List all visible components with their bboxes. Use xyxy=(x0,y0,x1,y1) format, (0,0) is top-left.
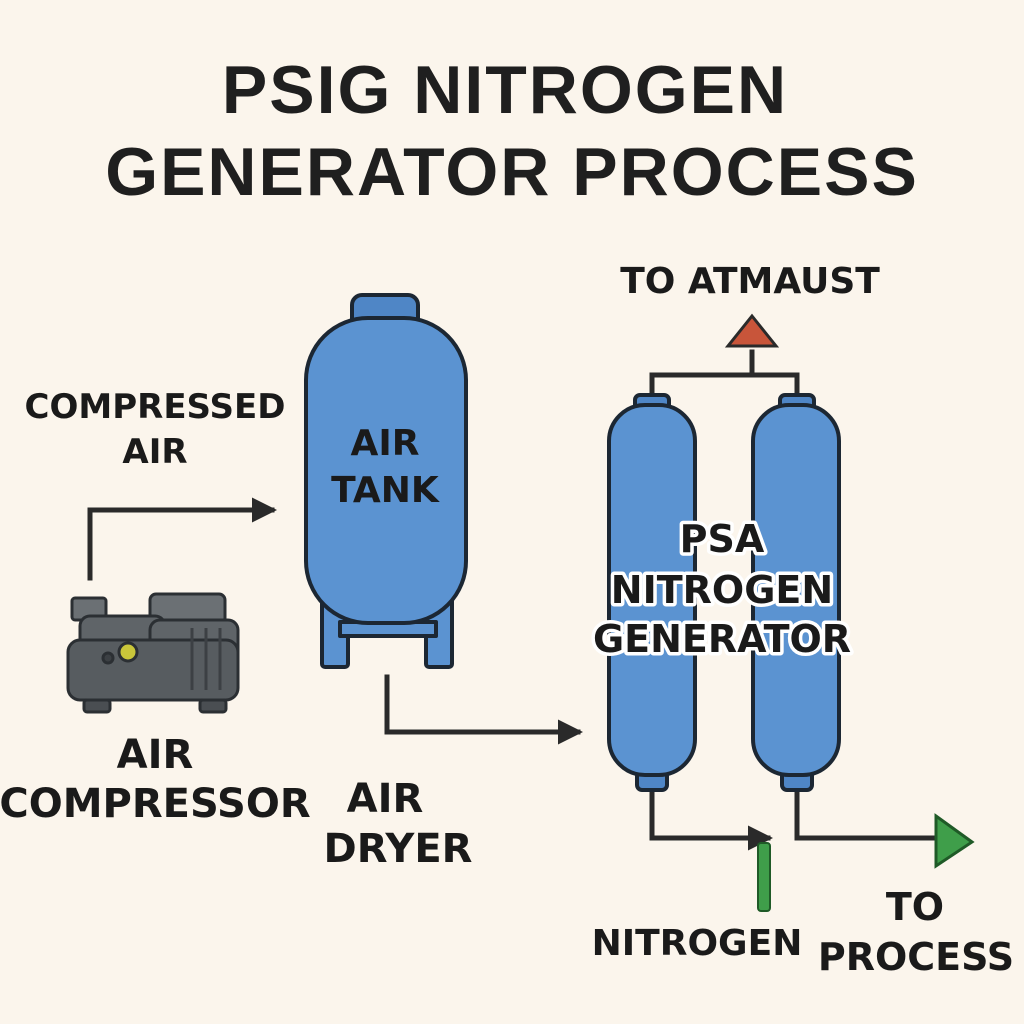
psa-generator-label-line2: NITROGEN xyxy=(611,568,833,612)
to-process-arrow-icon xyxy=(934,813,975,869)
diagram-title-line2: GENERATOR PROCESS xyxy=(105,134,919,210)
psa-generator-label-line1: PSA xyxy=(680,517,765,561)
psa-generator-label-line3: GENERATOR xyxy=(593,617,851,661)
air-dryer-label-line2: DRYER xyxy=(324,826,473,872)
air-tank-label-line1: AIR xyxy=(351,423,420,464)
compressor-to-tank-line xyxy=(87,497,277,581)
to-process-label-line1: TO xyxy=(886,885,944,929)
compressed-air-label-line2: AIR xyxy=(122,432,187,472)
air-compressor-label-line1: AIR xyxy=(117,732,194,778)
diagram-title-line1: PSIG NITROGEN xyxy=(222,52,788,128)
nitrogen-label: NITROGEN xyxy=(592,923,803,964)
tank-to-dryer-line xyxy=(384,674,583,745)
psa-generator-label: PSA NITROGEN GENERATOR xyxy=(589,514,854,665)
exhaust-vent-icon xyxy=(724,313,780,348)
flow-lines xyxy=(87,349,943,851)
process-outlet-line xyxy=(794,787,943,841)
air-dryer-label: AIR DRYER xyxy=(324,776,473,872)
to-atmosphere-label: TO ATMAUST xyxy=(620,261,880,302)
compressed-air-label: COMPRESSED AIR xyxy=(25,387,286,472)
to-process-label-line2: PROCESS xyxy=(818,935,1014,979)
air-dryer-label-line1: AIR xyxy=(347,776,424,822)
nitrogen-marker-bar xyxy=(757,842,771,912)
air-compressor-icon xyxy=(66,592,240,714)
exhaust-header-line xyxy=(649,372,800,401)
to-process-label: TO PROCESS xyxy=(818,885,1014,979)
air-tank-icon xyxy=(304,293,468,669)
psa-vessel-right-icon xyxy=(751,393,841,792)
psa-vessel-left-icon xyxy=(607,393,697,792)
air-compressor-label-line2: COMPRESSOR xyxy=(0,781,311,827)
air-tank-label-line2: TANK xyxy=(331,470,440,511)
air-tank-label: AIR TANK xyxy=(331,423,440,511)
air-compressor-label: AIR COMPRESSOR xyxy=(0,732,311,827)
nitrogen-outlet-line xyxy=(649,787,773,851)
compressed-air-label-line1: COMPRESSED xyxy=(25,387,286,427)
